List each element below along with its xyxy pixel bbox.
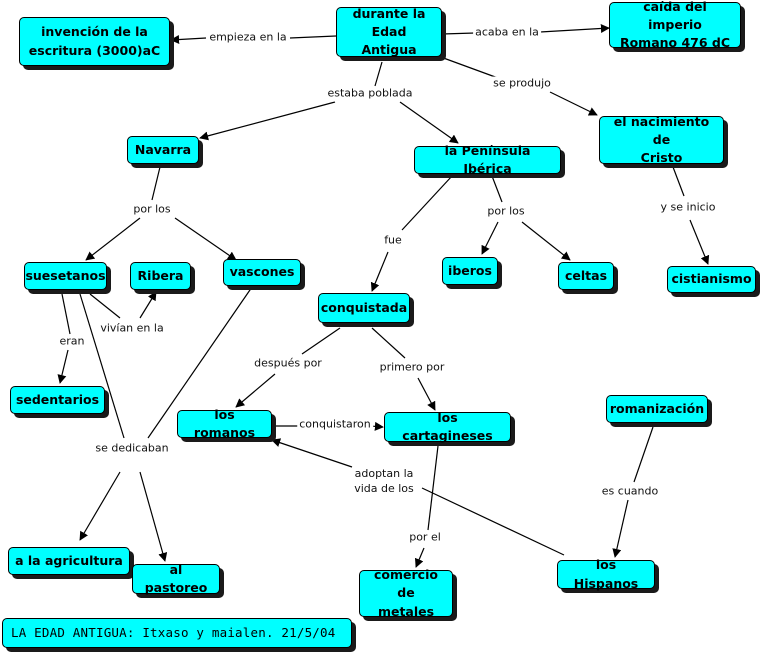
label-por-los-navarra: por los [131, 202, 173, 218]
edge-empieza-invencion [170, 35, 207, 45]
edge-conquistada-primero [371, 327, 406, 359]
node-a-la-agricultura[interactable]: a la agricultura [8, 547, 130, 575]
node-conquistada[interactable]: conquistada [318, 293, 410, 323]
label-se-dedicaban: se dedicaban [93, 441, 171, 457]
label-es-cuando: es cuando [599, 484, 661, 500]
node-romanizacion[interactable]: romanización [606, 395, 708, 423]
edge-hispanos-adoptan [421, 487, 565, 556]
node-iberos[interactable]: iberos [442, 257, 498, 285]
edge-porlos-vascones [174, 217, 237, 261]
label-primero-por: primero por [377, 360, 447, 376]
edge-durante-empieza [289, 35, 337, 39]
node-los-hispanos[interactable]: los Hispanos [557, 557, 655, 591]
edge-porlos-celtas [521, 221, 571, 261]
footer-title: LA EDAD ANTIGUA: Itxaso y maialen. 21/5/… [2, 618, 352, 648]
label-vivian-en-la: vivían en la [98, 321, 166, 337]
node-caida-imperio-romano[interactable]: caída del imperio Romano 476 dC [609, 0, 741, 50]
node-al-pastoreo[interactable]: al pastoreo [132, 562, 220, 595]
edge-produjo-nacimiento [549, 91, 598, 116]
label-estaba-poblada: estaba poblada [325, 86, 415, 102]
node-navarra[interactable]: Navarra [127, 136, 199, 164]
edge-durante-acaba [441, 32, 476, 35]
edge-suesetanos-dedicaban [79, 293, 125, 439]
edge-dedicaban-agricultura [79, 471, 121, 541]
edge-navarra-porlos [151, 166, 161, 201]
edge-dedicaban-pastoreo [139, 471, 168, 562]
label-por-el: por el [407, 530, 443, 546]
node-los-cartagineses[interactable]: los cartagineses [384, 410, 511, 443]
node-vascones[interactable]: vascones [223, 259, 301, 286]
edge-durante-produjo [437, 55, 499, 79]
edge-escuando-hispanos [612, 499, 629, 558]
edge-yseinicio-cristianismo [689, 219, 710, 265]
label-eran: eran [57, 334, 87, 350]
edge-estaba-navarra [199, 101, 336, 141]
edge-porlos-iberos [481, 221, 499, 255]
edge-vivian-ribera [139, 291, 157, 319]
node-comercio-metales[interactable]: comercio de metales [359, 567, 453, 619]
edge-estaba-peninsula [399, 101, 459, 144]
edge-conquistada-despues [301, 327, 341, 355]
edge-romanizacion-escuando [633, 426, 654, 483]
edge-porel-comercio [414, 547, 425, 568]
edge-eran-sedentarios [57, 349, 69, 384]
node-ribera[interactable]: Ribera [130, 262, 191, 290]
label-por-los-peninsula: por los [485, 204, 527, 220]
node-celtas[interactable]: celtas [558, 262, 614, 290]
edge-despues-romanos [235, 373, 276, 408]
node-cristianismo[interactable]: cistianismo [667, 266, 756, 293]
node-sedentarios[interactable]: sedentarios [10, 386, 105, 414]
label-se-produjo: se produjo [491, 76, 553, 92]
edge-peninsula-fue [401, 175, 453, 231]
label-adoptan-la-vida-de-los: adoptan la vida de los [352, 467, 416, 497]
node-nacimiento-cristo[interactable]: el nacimiento de Cristo [599, 114, 724, 165]
edge-adoptan-romanos [271, 438, 353, 468]
label-acaba-en-la: acaba en la [473, 25, 541, 41]
edge-porlos-suesetanos [85, 217, 141, 261]
edge-suesetanos-eran [61, 293, 71, 335]
edge-fue-conquistada [370, 251, 389, 292]
label-conquistaron: conquistaron [297, 417, 373, 433]
label-y-se-inicio: y se inicio [658, 200, 718, 216]
label-despues-por: después por [252, 356, 324, 372]
edge-suesetanos-vivian [89, 293, 121, 319]
label-fue: fue [382, 233, 404, 249]
edge-peninsula-porlos [491, 175, 503, 203]
node-durante-edad-antigua[interactable]: durante la Edad Antigua [336, 6, 442, 57]
edge-vascones-dedicaban [147, 286, 253, 439]
node-peninsula-iberica[interactable]: la Península Ibérica [414, 143, 561, 176]
node-los-romanos[interactable]: los romanos [177, 407, 272, 440]
edge-primero-cartagineses [417, 377, 436, 411]
label-empieza-en-la: empieza en la [207, 30, 289, 46]
edge-acaba-caida [539, 23, 610, 33]
edge-cartagineses-porel [427, 445, 439, 531]
edge-nacimiento-yseinicio [672, 166, 685, 197]
edge-durante-estaba [374, 61, 383, 87]
node-invencion-escritura[interactable]: invención de la escritura (3000)aC [19, 17, 170, 66]
node-suesetanos[interactable]: suesetanos [24, 262, 107, 290]
